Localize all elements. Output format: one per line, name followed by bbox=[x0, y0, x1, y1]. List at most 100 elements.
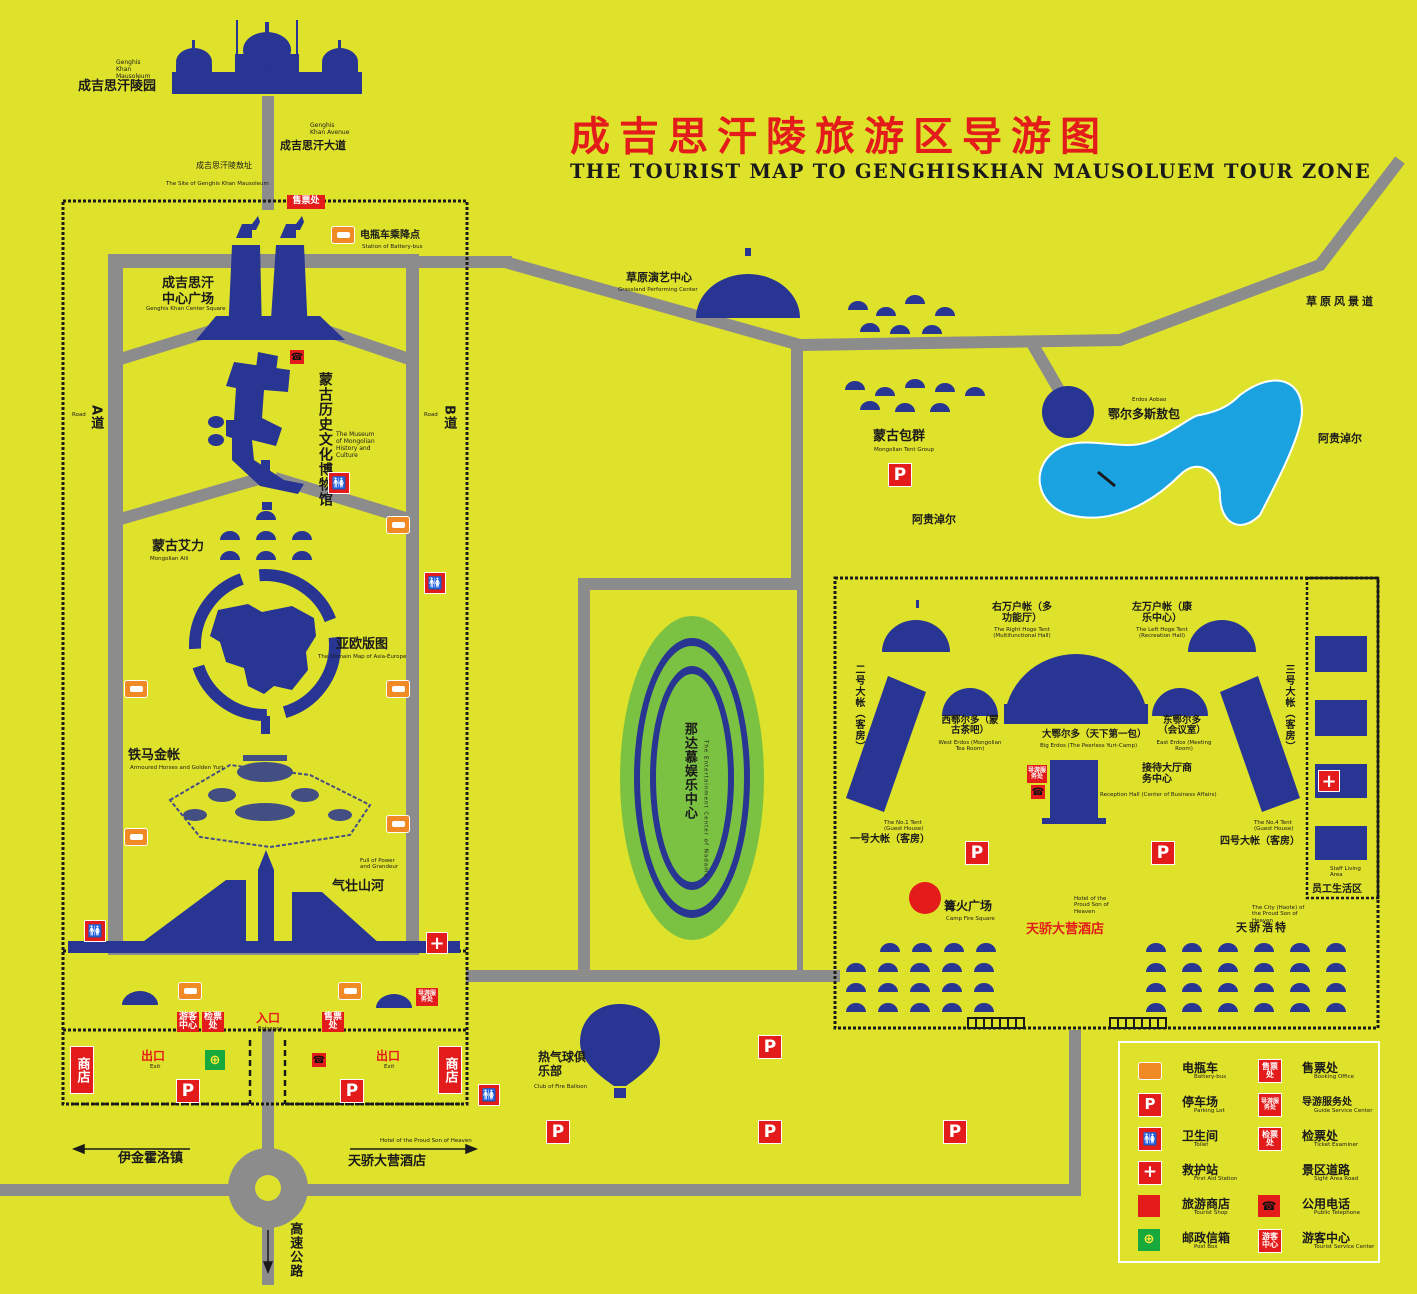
armoured-horses-scene bbox=[168, 755, 372, 849]
tourist-center-badge[interactable]: 游客中心 bbox=[177, 1011, 199, 1032]
yijinhuoluo-label[interactable]: 伊金霍洛镇 bbox=[118, 1151, 184, 1166]
phone-icon[interactable]: ☎ bbox=[1031, 785, 1045, 799]
legend-item-parking: P 停车场 Parking Lot bbox=[1138, 1091, 1266, 1121]
parking-icon[interactable]: P bbox=[546, 1120, 570, 1144]
hotel-center-label[interactable]: 天骄大营酒店 bbox=[1026, 922, 1105, 937]
road-b-label[interactable]: B道 bbox=[441, 405, 457, 430]
performing-label-en: Grassland Performing Center bbox=[618, 287, 698, 293]
right-hoge-label[interactable]: 右万户帐（多功能厅） bbox=[992, 602, 1052, 624]
legend-item-bus: 电瓶车 Battery-bus bbox=[1138, 1057, 1266, 1087]
balloon-label[interactable]: 热气球俱乐部 bbox=[538, 1050, 587, 1079]
highway-label[interactable]: 高速公路 bbox=[287, 1222, 303, 1278]
parking-icon[interactable]: P bbox=[965, 841, 989, 865]
fire-balloon bbox=[580, 1004, 660, 1098]
nadamu-arena bbox=[590, 590, 797, 970]
yurt-grid-right bbox=[1146, 943, 1346, 1012]
nadamu-label-en: The Entertainment Center of Nadamu bbox=[702, 740, 709, 878]
power-label[interactable]: 气壮山河 bbox=[332, 879, 385, 894]
aili-label[interactable]: 蒙古艾力 bbox=[152, 539, 205, 554]
tianjiao-city-label[interactable]: 天骄浩特 bbox=[1236, 921, 1288, 934]
shop-right[interactable]: 商店 bbox=[438, 1046, 462, 1094]
no3-tent-label[interactable]: 三号大帐（客房） bbox=[1283, 664, 1294, 752]
staff-area-label[interactable]: 员工生活区 bbox=[1312, 884, 1362, 895]
domain-map-label-en: The Domain Map of Asia-Europe bbox=[318, 654, 407, 660]
bus-stop-icon[interactable] bbox=[124, 680, 148, 698]
nadamu-label[interactable]: 那达慕娱乐中心 bbox=[681, 722, 697, 820]
guide-service-badge[interactable]: 导游服务处 bbox=[416, 988, 438, 1006]
yurt-grid-left bbox=[846, 943, 996, 1012]
ticket-exam-badge[interactable]: 检票处 bbox=[202, 1011, 224, 1032]
no1-tent-label[interactable]: 一号大帐（客房） bbox=[850, 834, 930, 845]
guide-icon: 导游服务处 bbox=[1258, 1093, 1282, 1117]
toilet-icon: 🚻 bbox=[1138, 1127, 1162, 1151]
erdos-aobao-label[interactable]: 鄂尔多斯敖包 bbox=[1108, 407, 1181, 421]
toilet-icon[interactable]: 🚻 bbox=[478, 1084, 500, 1106]
big-erdos-label[interactable]: 大鄂尔多（天下第一包） bbox=[1042, 729, 1147, 740]
museum-label-en: The Museum of Mongolian History and Cult… bbox=[336, 431, 375, 459]
reception-label[interactable]: 接待大厅商务中心 bbox=[1142, 763, 1192, 785]
armoured-label[interactable]: 铁马金帐 bbox=[128, 748, 181, 763]
tent-group-label[interactable]: 蒙古包群 bbox=[873, 429, 926, 444]
legend-item-road: 景区道路 Sight Area Road bbox=[1302, 1163, 1359, 1182]
no4-tent-label[interactable]: 四号大帐（客房） bbox=[1220, 836, 1300, 847]
parking-icon[interactable]: P bbox=[758, 1120, 782, 1144]
bus-stop-icon[interactable] bbox=[386, 680, 410, 698]
guide-service-badge[interactable]: 导游服务处 bbox=[1027, 765, 1047, 783]
phone-icon[interactable]: ☎ bbox=[312, 1053, 326, 1067]
bus-station-icon[interactable] bbox=[331, 226, 355, 244]
west-erdos-label[interactable]: 西鄂尔多（蒙古茶吧） bbox=[941, 715, 999, 737]
exit-left-label[interactable]: 出口 bbox=[141, 1049, 166, 1063]
bus-stop-icon[interactable] bbox=[386, 815, 410, 833]
parking-icon[interactable]: P bbox=[758, 1035, 782, 1059]
exit-right-label[interactable]: 出口 bbox=[376, 1049, 401, 1063]
road-b-label-en: Road bbox=[424, 412, 438, 418]
post-icon[interactable]: ⊕ bbox=[205, 1050, 225, 1070]
battery-station-label[interactable]: 电瓶车乘降点 bbox=[360, 230, 420, 241]
power-label-en: Full of Power and Grandeur bbox=[360, 858, 399, 871]
no4-tent-label-en: The No.4 Tent (Guest House) bbox=[1254, 820, 1294, 833]
agui-lake-left-label[interactable]: 阿贵淖尔 bbox=[912, 513, 956, 526]
bus-stop-icon[interactable] bbox=[178, 982, 202, 1000]
domain-map-ring bbox=[189, 569, 341, 721]
site-label[interactable]: 成吉思汗陵敖址 bbox=[196, 161, 252, 170]
toilet-icon[interactable]: 🚻 bbox=[424, 572, 446, 594]
big-erdos-label-en: Big Erdos (The Peerless Yurt-Camp) bbox=[1040, 743, 1138, 749]
no2-tent-label[interactable]: 二号大帐（客房） bbox=[853, 664, 864, 752]
shop-left[interactable]: 商店 bbox=[70, 1046, 94, 1094]
entrance-label[interactable]: 入口 bbox=[256, 1011, 281, 1025]
first-aid-icon[interactable]: + bbox=[1318, 770, 1340, 792]
campfire-label[interactable]: 篝火广场 bbox=[944, 899, 993, 913]
mausoleum-label-en: Genghis Khan Mausoleum bbox=[116, 59, 151, 80]
left-hoge-label-en: The Left Hoge Tent (Recreation Hall) bbox=[1136, 627, 1188, 640]
scenic-road-label[interactable]: 草原风景道 bbox=[1306, 295, 1376, 308]
avenue-label[interactable]: 成吉思汗大道 bbox=[280, 139, 346, 152]
booking-top-badge[interactable]: 售票处 bbox=[287, 195, 325, 209]
domain-map-label[interactable]: 亚欧版图 bbox=[336, 637, 389, 652]
left-hoge-label[interactable]: 左万户帐（康乐中心） bbox=[1132, 602, 1192, 624]
east-erdos-label[interactable]: 东鄂尔多（会议室） bbox=[1158, 715, 1206, 737]
road-a-label-en: Road bbox=[72, 412, 86, 418]
museum-label[interactable]: 蒙古历史文化博物馆 bbox=[316, 372, 333, 507]
bus-stop-icon[interactable] bbox=[386, 516, 410, 534]
first-aid-icon[interactable]: + bbox=[426, 932, 448, 954]
legend-item-tourist-center: 游客中心 游客中心 Tourist Service Center bbox=[1258, 1227, 1386, 1257]
tianjiao-road-label[interactable]: 天骄大营酒店 bbox=[348, 1154, 427, 1169]
agui-lake-right-label[interactable]: 阿贵淖尔 bbox=[1318, 432, 1362, 445]
toilet-icon[interactable]: 🚻 bbox=[328, 472, 350, 494]
parking-icon[interactable]: P bbox=[1151, 841, 1175, 865]
bus-stop-icon[interactable] bbox=[124, 828, 148, 846]
parking-icon[interactable]: P bbox=[340, 1079, 364, 1103]
booking-gate-badge[interactable]: 售票处 bbox=[322, 1011, 344, 1032]
center-square-label[interactable]: 成吉思汗中心广场 bbox=[162, 276, 215, 308]
bus-stop-icon[interactable] bbox=[338, 982, 362, 1000]
performing-label[interactable]: 草原演艺中心 bbox=[626, 271, 692, 284]
phone-icon[interactable]: ☎ bbox=[290, 350, 304, 364]
road-a-label[interactable]: A道 bbox=[88, 405, 104, 431]
legend-item-phone: ☎ 公用电话 Public Telephone bbox=[1258, 1193, 1386, 1223]
parking-icon[interactable]: P bbox=[943, 1120, 967, 1144]
toilet-icon[interactable]: 🚻 bbox=[84, 920, 106, 942]
mausoleum-label[interactable]: 成吉思汗陵园 bbox=[78, 79, 157, 94]
parking-icon[interactable]: P bbox=[888, 463, 912, 487]
parking-icon[interactable]: P bbox=[176, 1079, 200, 1103]
